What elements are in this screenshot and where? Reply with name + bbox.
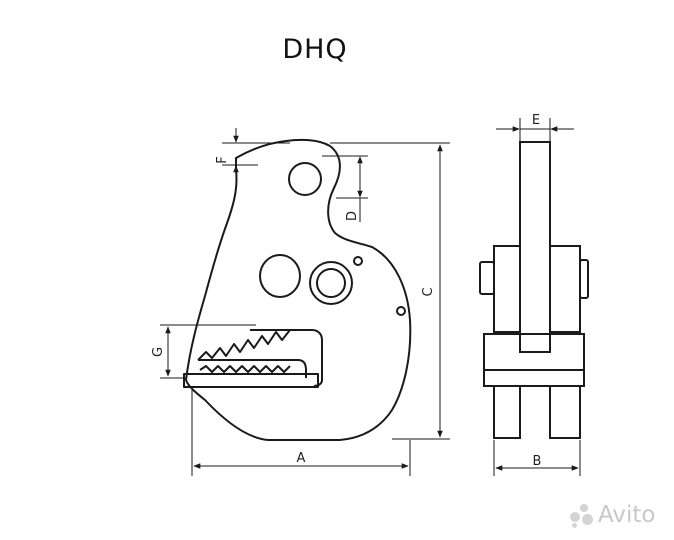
dimensions-side [160, 128, 450, 476]
dim-label-e: E [532, 113, 540, 128]
watermark: Avito [568, 500, 668, 530]
dim-label-c: C [421, 287, 436, 296]
cheek-left [493, 245, 521, 333]
dim-label-a: A [297, 451, 306, 466]
center-plate [519, 141, 551, 353]
dim-label-d: D [345, 211, 360, 221]
cam-pivot-inner [316, 268, 346, 298]
knob-left [479, 261, 495, 295]
front-view [479, 141, 589, 439]
dim-label-b: B [533, 454, 542, 469]
dimensions-front [493, 118, 581, 476]
lifting-eye [288, 162, 322, 196]
body-hole [259, 254, 301, 298]
avito-logo-icon [568, 502, 594, 528]
cheek-right [549, 245, 581, 333]
cam-jaw [198, 359, 307, 378]
lower-teeth [199, 365, 291, 373]
leg-left [493, 385, 521, 439]
knob-right [579, 259, 589, 299]
watermark-text: Avito [598, 502, 656, 528]
dim-label-f: F [215, 156, 230, 163]
jaw-bar [483, 369, 585, 387]
diagram-title: DHQ [282, 34, 348, 65]
side-view [183, 138, 412, 441]
cam-teeth [197, 329, 291, 361]
small-hole-right [396, 306, 406, 316]
small-hole-top [353, 256, 363, 266]
cam-pivot-outer [309, 261, 353, 305]
dim-label-g: G [151, 347, 166, 357]
lower-jaw-bar [183, 373, 319, 388]
clamp-body [185, 138, 412, 441]
leg-right [549, 385, 581, 439]
